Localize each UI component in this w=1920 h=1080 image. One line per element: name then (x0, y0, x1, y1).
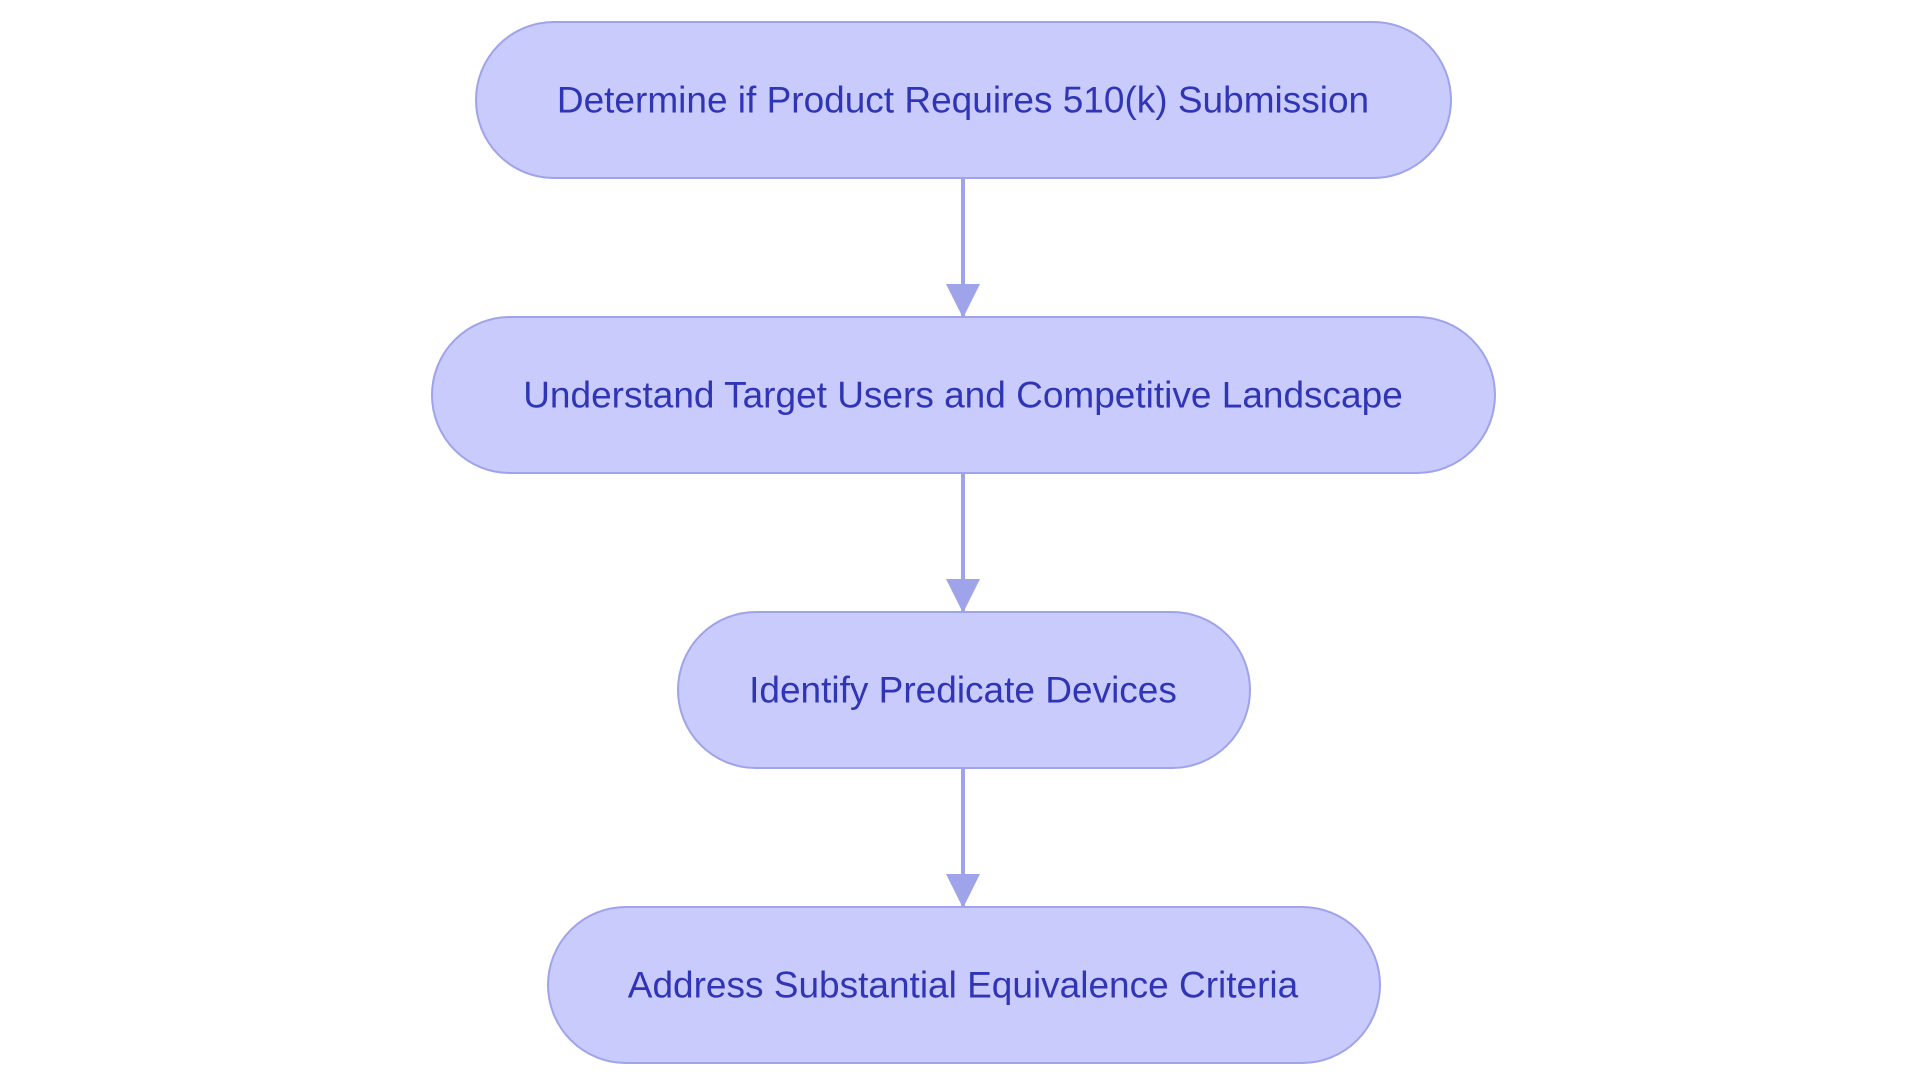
node-substantial-equivalence: Address Substantial Equivalence Criteria (547, 906, 1381, 1064)
node-identify-predicate-devices: Identify Predicate Devices (677, 611, 1251, 769)
node-shape (431, 316, 1496, 474)
node-shape (547, 906, 1381, 1064)
node-understand-target-users: Understand Target Users and Competitive … (431, 316, 1496, 474)
node-label: Address Substantial Equivalence Criteria (628, 965, 1299, 1006)
node-label: Identify Predicate Devices (749, 670, 1177, 711)
node-label: Determine if Product Requires 510(k) Sub… (557, 80, 1369, 121)
node-label: Understand Target Users and Competitive … (523, 375, 1403, 416)
node-shape (677, 611, 1251, 769)
node-shape (475, 21, 1452, 179)
node-determine-510k: Determine if Product Requires 510(k) Sub… (475, 21, 1452, 179)
